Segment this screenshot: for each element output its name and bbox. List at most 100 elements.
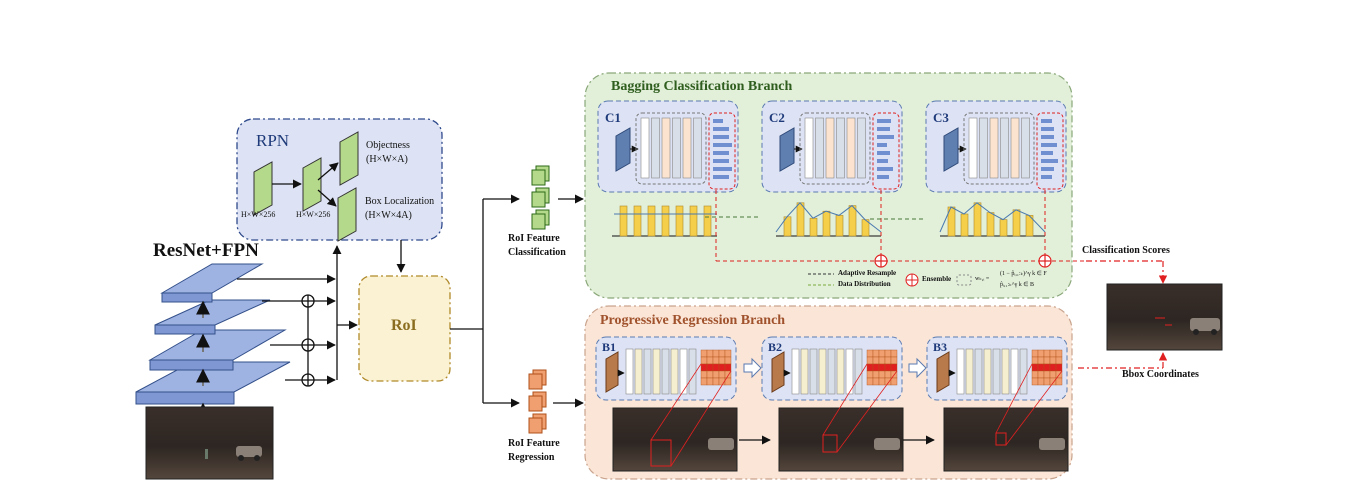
rpn-feature-map-2	[302, 157, 322, 212]
bbox-grid-cell	[1031, 377, 1039, 386]
regression-layer	[836, 348, 845, 395]
roi-title: RoI	[391, 317, 417, 334]
mlp-layer	[1000, 117, 1009, 179]
score-bar	[1041, 127, 1054, 131]
bbox-grid-cell	[724, 349, 732, 358]
bagging-classifiers	[597, 100, 1067, 193]
score-bar	[1041, 159, 1058, 163]
regression-stage-label-b2: B2	[768, 340, 783, 354]
bbox-coordinates-label: Bbox Coordinates	[1122, 369, 1199, 380]
bbox-grid-cell	[706, 377, 714, 386]
bbox-grid-cell	[1055, 377, 1063, 386]
roi-feature-reg-line1: RoI Feature	[508, 438, 560, 449]
bbox-grid-cell	[712, 377, 720, 386]
bbox-grid-cell	[884, 363, 892, 372]
score-bar	[713, 151, 729, 155]
bbox-grid-cell	[1055, 349, 1063, 358]
regression-input-feature	[771, 351, 785, 393]
bbox-grid-cell	[712, 356, 720, 365]
fpn-stack	[135, 263, 291, 418]
bbox-grid-cell	[712, 349, 720, 358]
regression-layer	[634, 348, 643, 395]
proposal-box	[822, 434, 838, 453]
legend-data-distribution: Data Distribution	[838, 280, 891, 288]
score-bar	[713, 167, 732, 171]
histogram-bar	[999, 219, 1008, 237]
mlp-layer	[836, 117, 845, 179]
bbox-grid-cell	[724, 377, 732, 386]
classifier-input-feature	[779, 127, 795, 172]
bbox-grid-cell	[1043, 349, 1051, 358]
bbox-grid-cell	[890, 377, 898, 386]
box-localization-label: Box Localization	[365, 196, 435, 207]
histogram-bar	[619, 205, 628, 237]
legend-ensemble: Ensemble	[922, 275, 952, 283]
mlp-layer	[825, 117, 835, 179]
distribution-curve	[775, 202, 882, 233]
bbox-grid-cell	[878, 377, 886, 386]
bbox-grid-cell	[884, 356, 892, 365]
rpn-block	[236, 118, 443, 242]
classifier-label-c2: C2	[769, 110, 785, 125]
bbox-grid-cell	[1037, 356, 1045, 365]
output-image	[1106, 283, 1223, 351]
histogram-bar	[960, 213, 969, 237]
regression-layer	[1001, 348, 1010, 395]
bbox-grid-cell	[718, 356, 726, 365]
score-bar	[1041, 135, 1054, 139]
classification-output-path	[1086, 260, 1168, 284]
bbox-grid-cell	[872, 363, 880, 372]
bbox-grid-cell	[1037, 377, 1045, 386]
regression-layer	[854, 348, 863, 395]
regression-layer	[800, 348, 809, 395]
regression-stage-label-b1: B1	[602, 340, 617, 354]
score-bar	[877, 159, 888, 163]
roi-feature-reg-line2: Regression	[508, 452, 555, 463]
score-bar	[1041, 119, 1052, 123]
ensemble-icons	[874, 254, 1052, 268]
mlp-layer	[651, 117, 660, 179]
bbox-grid-cell	[872, 356, 880, 365]
mlp-container	[635, 112, 707, 185]
roi-split	[450, 194, 584, 408]
score-bar	[877, 151, 890, 155]
rpn-feature-map-1	[253, 161, 273, 216]
scores-box	[872, 112, 900, 190]
bbox-grid-cell	[1031, 356, 1039, 365]
bbox-grid-cell	[718, 363, 726, 372]
bbox-grid-cell	[706, 349, 714, 358]
bbox-grid-cell	[712, 370, 720, 379]
regression-layer	[1010, 348, 1019, 395]
regression-layer	[956, 348, 965, 395]
bbox-grid-cell	[700, 377, 708, 386]
bbox-grid-cell	[700, 349, 708, 358]
box-localization-map	[337, 187, 357, 242]
histogram-bar	[809, 217, 818, 237]
roi-feature-reg-icon	[528, 369, 547, 434]
bbox-grid-cell	[1031, 349, 1039, 358]
bbox-grid-cell	[890, 356, 898, 365]
regression-layer	[652, 348, 661, 395]
bbox-grid-cell	[700, 370, 708, 379]
score-bar	[713, 175, 729, 179]
classifier-label-c3: C3	[933, 110, 949, 125]
regression-layer	[791, 348, 800, 395]
score-bar	[877, 143, 887, 147]
bbox-grid-cell	[890, 363, 898, 372]
score-bar	[1041, 143, 1057, 147]
regression-layer	[845, 348, 854, 395]
regression-layer	[983, 348, 992, 395]
bagging-title: Bagging Classification Branch	[611, 79, 793, 94]
bbox-grid-cell	[706, 356, 714, 365]
regression-layer	[827, 348, 836, 395]
bbox-grid-cell	[1049, 370, 1057, 379]
input-image	[145, 406, 274, 480]
histogram-bar	[973, 202, 982, 237]
proposal-box	[650, 439, 672, 467]
bbox-output-path	[1078, 352, 1168, 369]
bbox-grid-cell	[1031, 363, 1039, 372]
score-bar	[877, 127, 890, 131]
bbox-grid-cell	[1049, 349, 1057, 358]
histogram-bar	[703, 205, 712, 237]
mlp-layer	[846, 117, 856, 179]
